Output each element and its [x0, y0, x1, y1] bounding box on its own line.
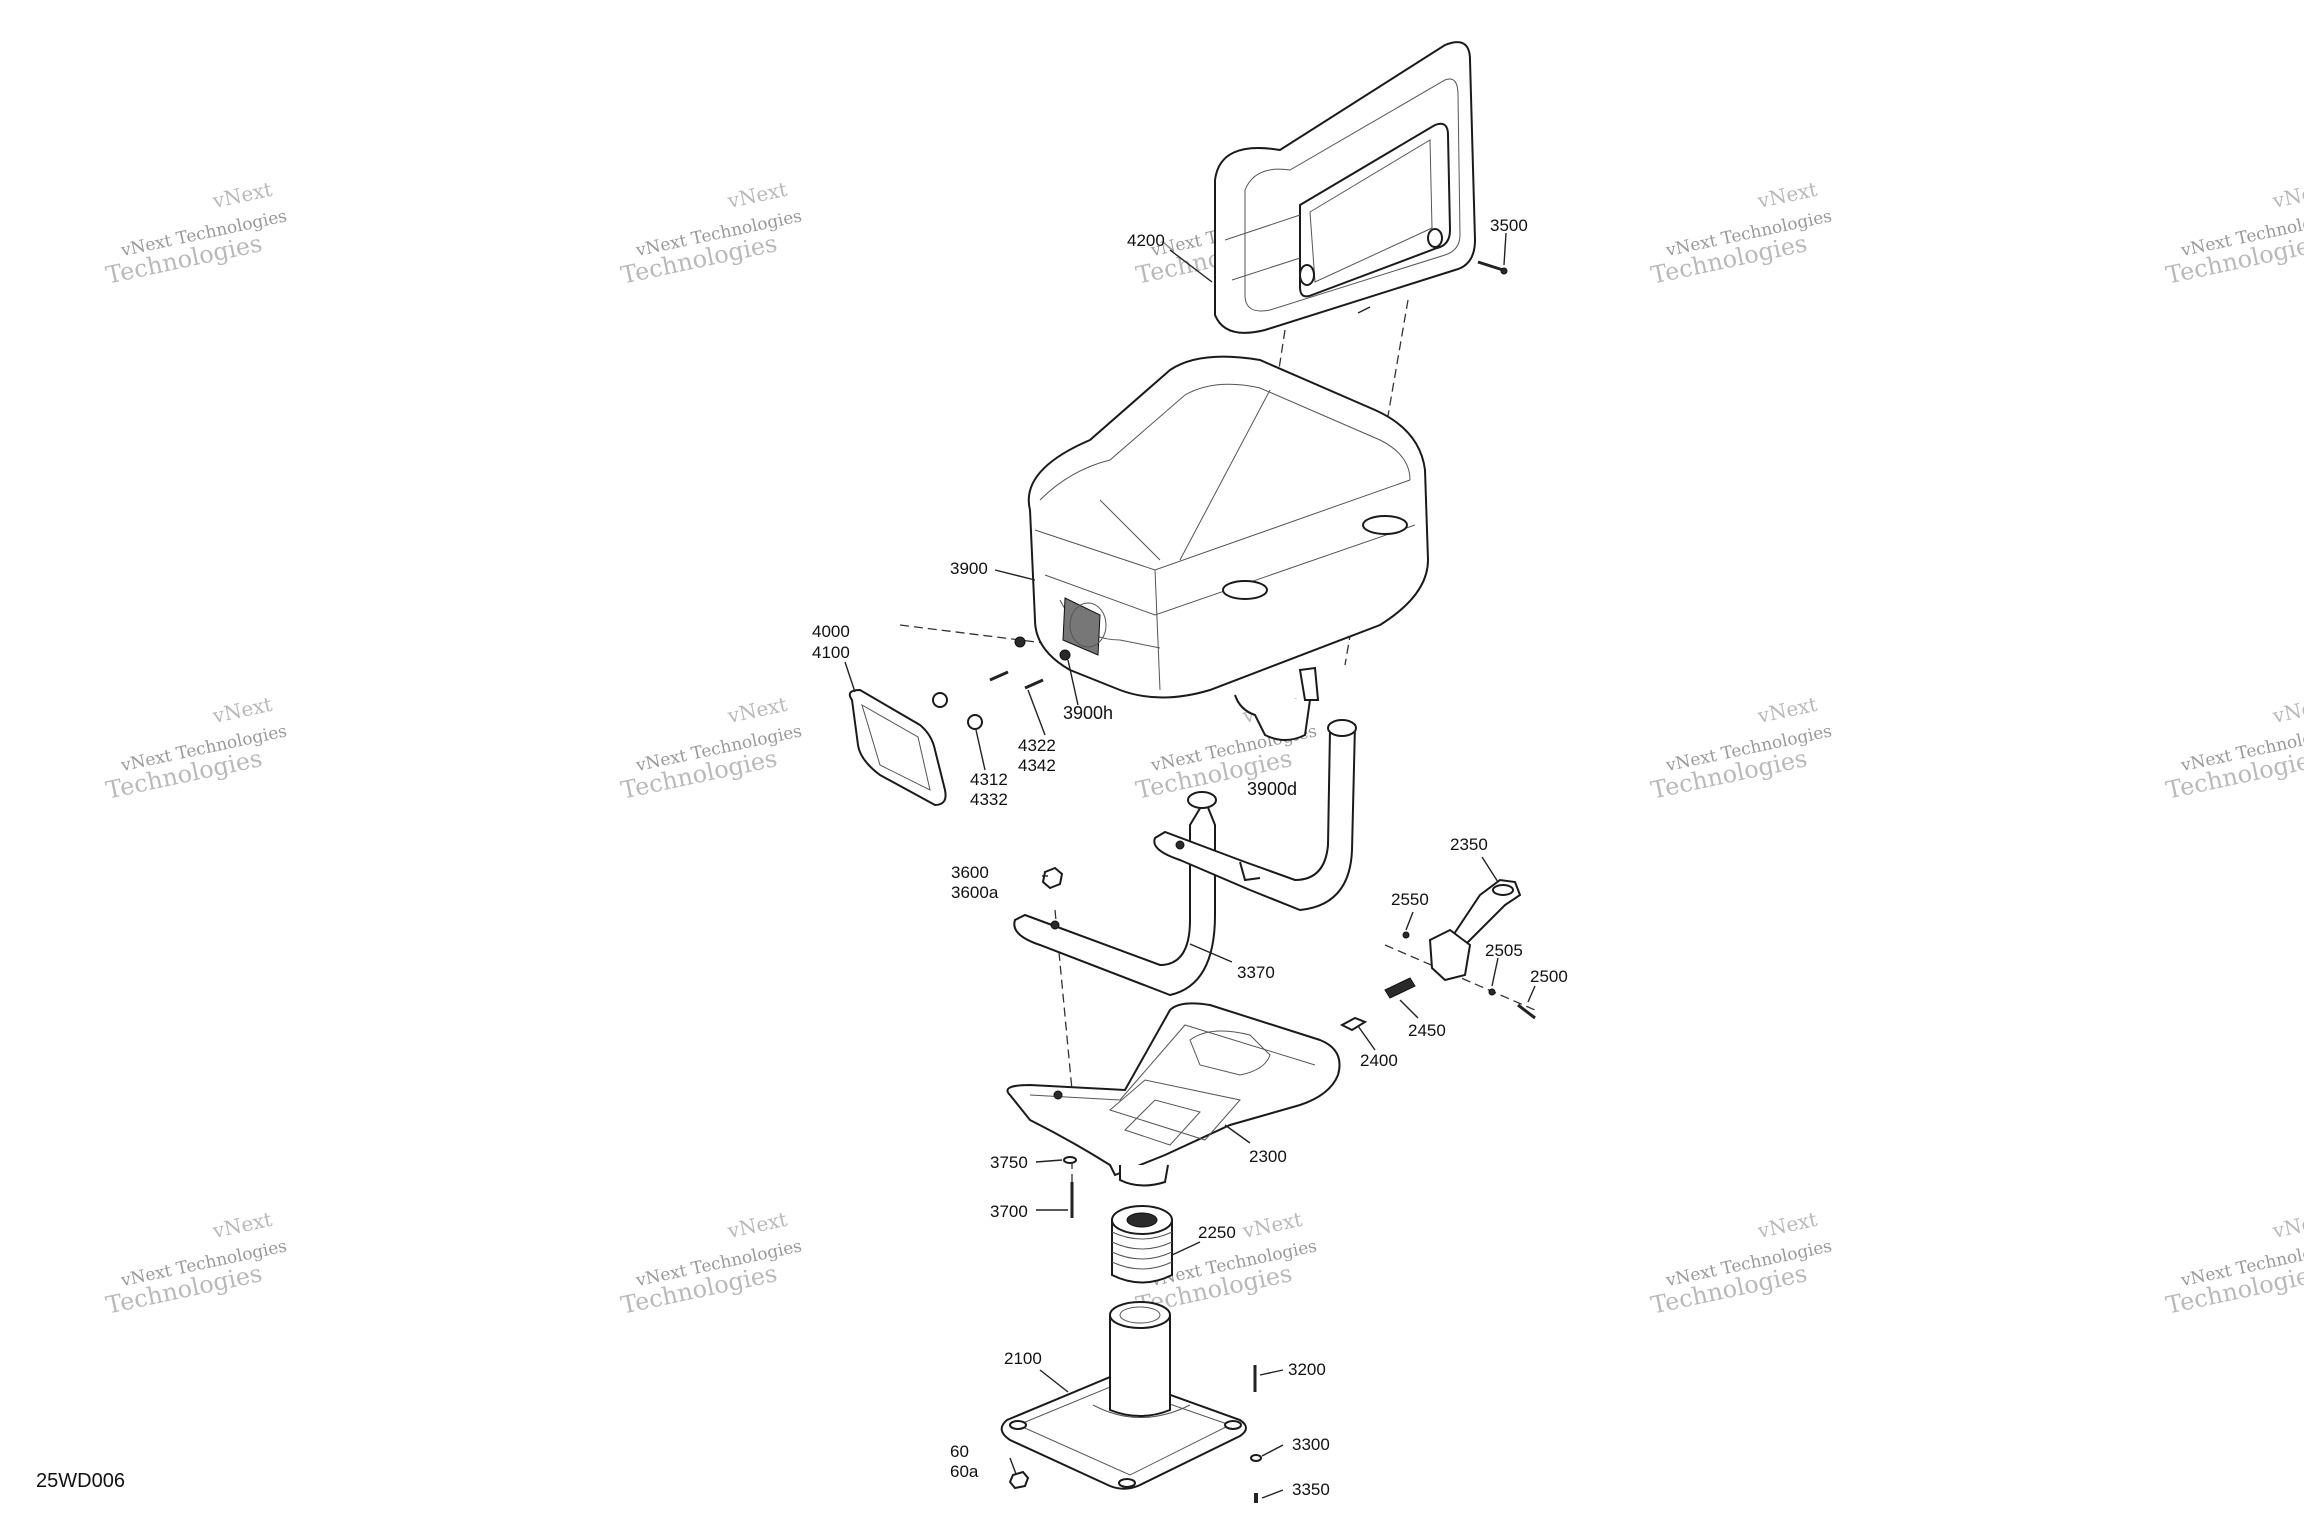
callout-3900d: 3900d: [1247, 779, 1297, 799]
callout-4100: 4100: [812, 643, 850, 662]
watermark-text: vNext: [2270, 1207, 2304, 1243]
callout-4322: 4322: [1018, 736, 1056, 755]
nut-3600[interactable]: [1041, 866, 1064, 890]
callout-2400: 2400: [1360, 1051, 1398, 1070]
callout-3350: 3350: [1292, 1480, 1330, 1499]
backrest-part[interactable]: [1214, 41, 1477, 334]
watermark-text: vNext: [210, 177, 275, 213]
watermark-text: vNext: [1755, 1207, 1820, 1243]
watermark-text: vNext: [2270, 692, 2304, 728]
seat-cushion-part[interactable]: [1027, 355, 1430, 741]
callout-4342: 4342: [1018, 756, 1056, 775]
watermark-text: vNext: [1240, 1207, 1305, 1243]
leader-lines: [844, 232, 1536, 1499]
callout-3900h: 3900h: [1063, 703, 1113, 723]
callout-2300: 2300: [1249, 1147, 1287, 1166]
watermark-text: vNext: [210, 692, 275, 728]
diagram-code-label: 25WD006: [36, 1470, 125, 1492]
callout-60: 60: [950, 1442, 969, 1461]
callout-2450: 2450: [1408, 1021, 1446, 1040]
lever-handle-part[interactable]: [1428, 878, 1522, 982]
callout-2500: 2500: [1530, 967, 1568, 986]
hardware-2450-2550-2500[interactable]: [1339, 931, 1536, 1032]
callout-3600a: 3600a: [951, 883, 999, 902]
callout-2350: 2350: [1450, 835, 1488, 854]
watermark-text: vNext: [2270, 177, 2304, 213]
callout-60a: 60a: [950, 1462, 979, 1481]
seat-frame-tubes-part[interactable]: [1013, 719, 1357, 997]
callout-3500: 3500: [1490, 216, 1528, 235]
pedestal-base-part[interactable]: [1000, 1301, 1247, 1490]
watermark-text: vNext: [210, 1207, 275, 1243]
callout-3700: 3700: [990, 1202, 1028, 1221]
callout-4312: 4312: [970, 770, 1008, 789]
fastener-group-4312-4342[interactable]: [932, 636, 1071, 730]
watermark-text: vNext: [725, 1207, 790, 1243]
screw-3500[interactable]: [1477, 260, 1508, 275]
callout-4200: 4200: [1127, 231, 1165, 250]
callout-2250: 2250: [1198, 1223, 1236, 1242]
callout-2550: 2550: [1391, 890, 1429, 909]
swivel-base-part[interactable]: [1006, 1002, 1341, 1187]
callout-3300: 3300: [1292, 1435, 1330, 1454]
callout-3750: 3750: [990, 1153, 1028, 1172]
watermark-text: vNext: [725, 177, 790, 213]
callout-labels: 4200 3500 3900 4000 4100 3900h 4322 4342…: [812, 216, 1568, 1499]
side-panel-part[interactable]: [848, 688, 947, 807]
callout-4000: 4000: [812, 622, 850, 641]
watermark-text: vNext: [1755, 692, 1820, 728]
callout-4332: 4332: [970, 790, 1008, 809]
callout-2505: 2505: [1485, 941, 1523, 960]
watermark-text: vNext: [1755, 177, 1820, 213]
callout-2100: 2100: [1004, 1349, 1042, 1368]
watermark-text: vNext: [725, 692, 790, 728]
screws-3200-3300-3350-60[interactable]: [1008, 1156, 1262, 1503]
callout-3600: 3600: [951, 863, 989, 882]
bushing-2250-part[interactable]: [1111, 1205, 1173, 1284]
callout-3370: 3370: [1237, 963, 1275, 982]
callout-3200: 3200: [1288, 1360, 1326, 1379]
callout-3900: 3900: [950, 559, 988, 578]
